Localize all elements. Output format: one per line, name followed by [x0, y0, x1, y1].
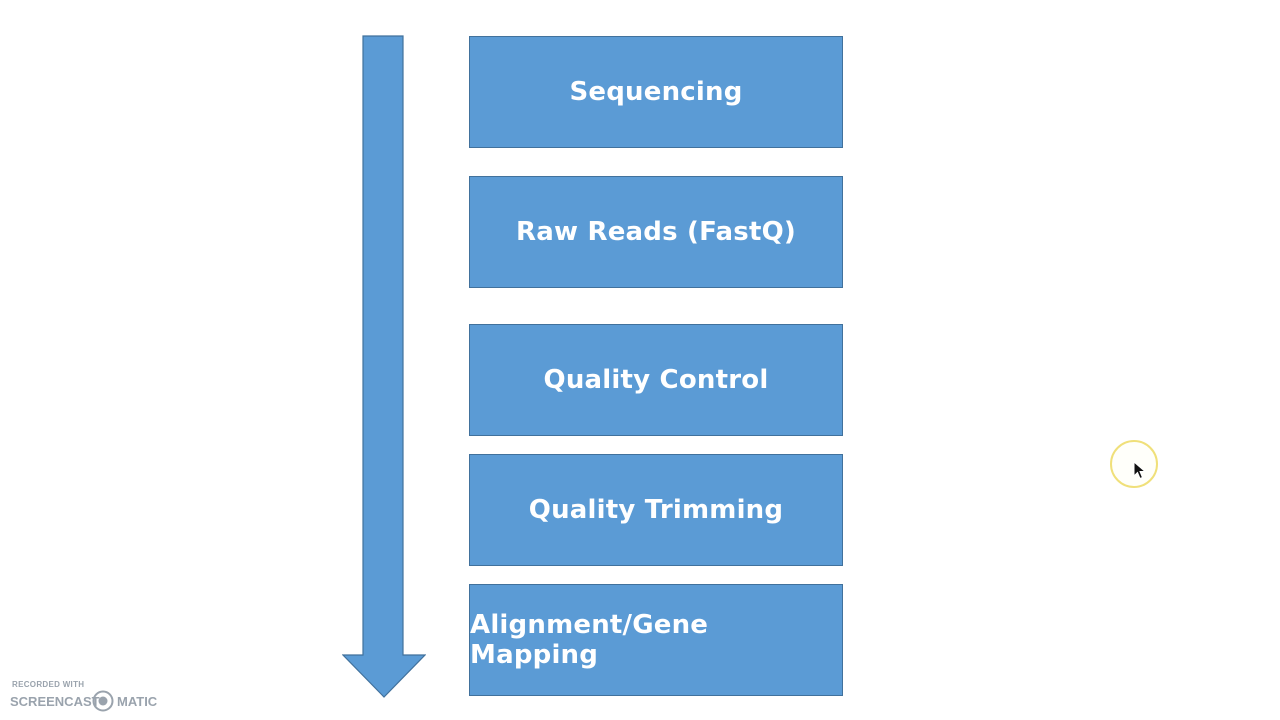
cursor-highlight: [1110, 440, 1158, 488]
step-quality-control: Quality Control: [469, 324, 843, 436]
watermark-brand-left: SCREENCAST: [10, 694, 100, 709]
step-label: Raw Reads (FastQ): [516, 217, 796, 247]
step-label: Quality Trimming: [528, 495, 784, 525]
step-sequencing: Sequencing: [469, 36, 843, 148]
step-quality-trimming: Quality Trimming: [469, 454, 843, 566]
screencast-o-matic-logo-icon: [92, 690, 114, 712]
watermark-recorded-with: RECORDED WITH: [12, 680, 85, 689]
step-label: Alignment/Gene Mapping: [470, 610, 709, 670]
mouse-pointer-icon: [1133, 461, 1147, 480]
watermark-brand-right: MATIC: [117, 694, 158, 709]
screencast-watermark: RECORDED WITH SCREENCAST MATIC: [10, 680, 170, 714]
step-label: Quality Control: [543, 365, 769, 395]
step-raw-reads: Raw Reads (FastQ): [469, 176, 843, 288]
step-label: Sequencing: [569, 77, 743, 107]
step-alignment-gene-mapping: Alignment/Gene Mapping: [469, 584, 843, 696]
cursor-ring: [1110, 440, 1158, 488]
down-arrow-icon: [342, 35, 426, 698]
